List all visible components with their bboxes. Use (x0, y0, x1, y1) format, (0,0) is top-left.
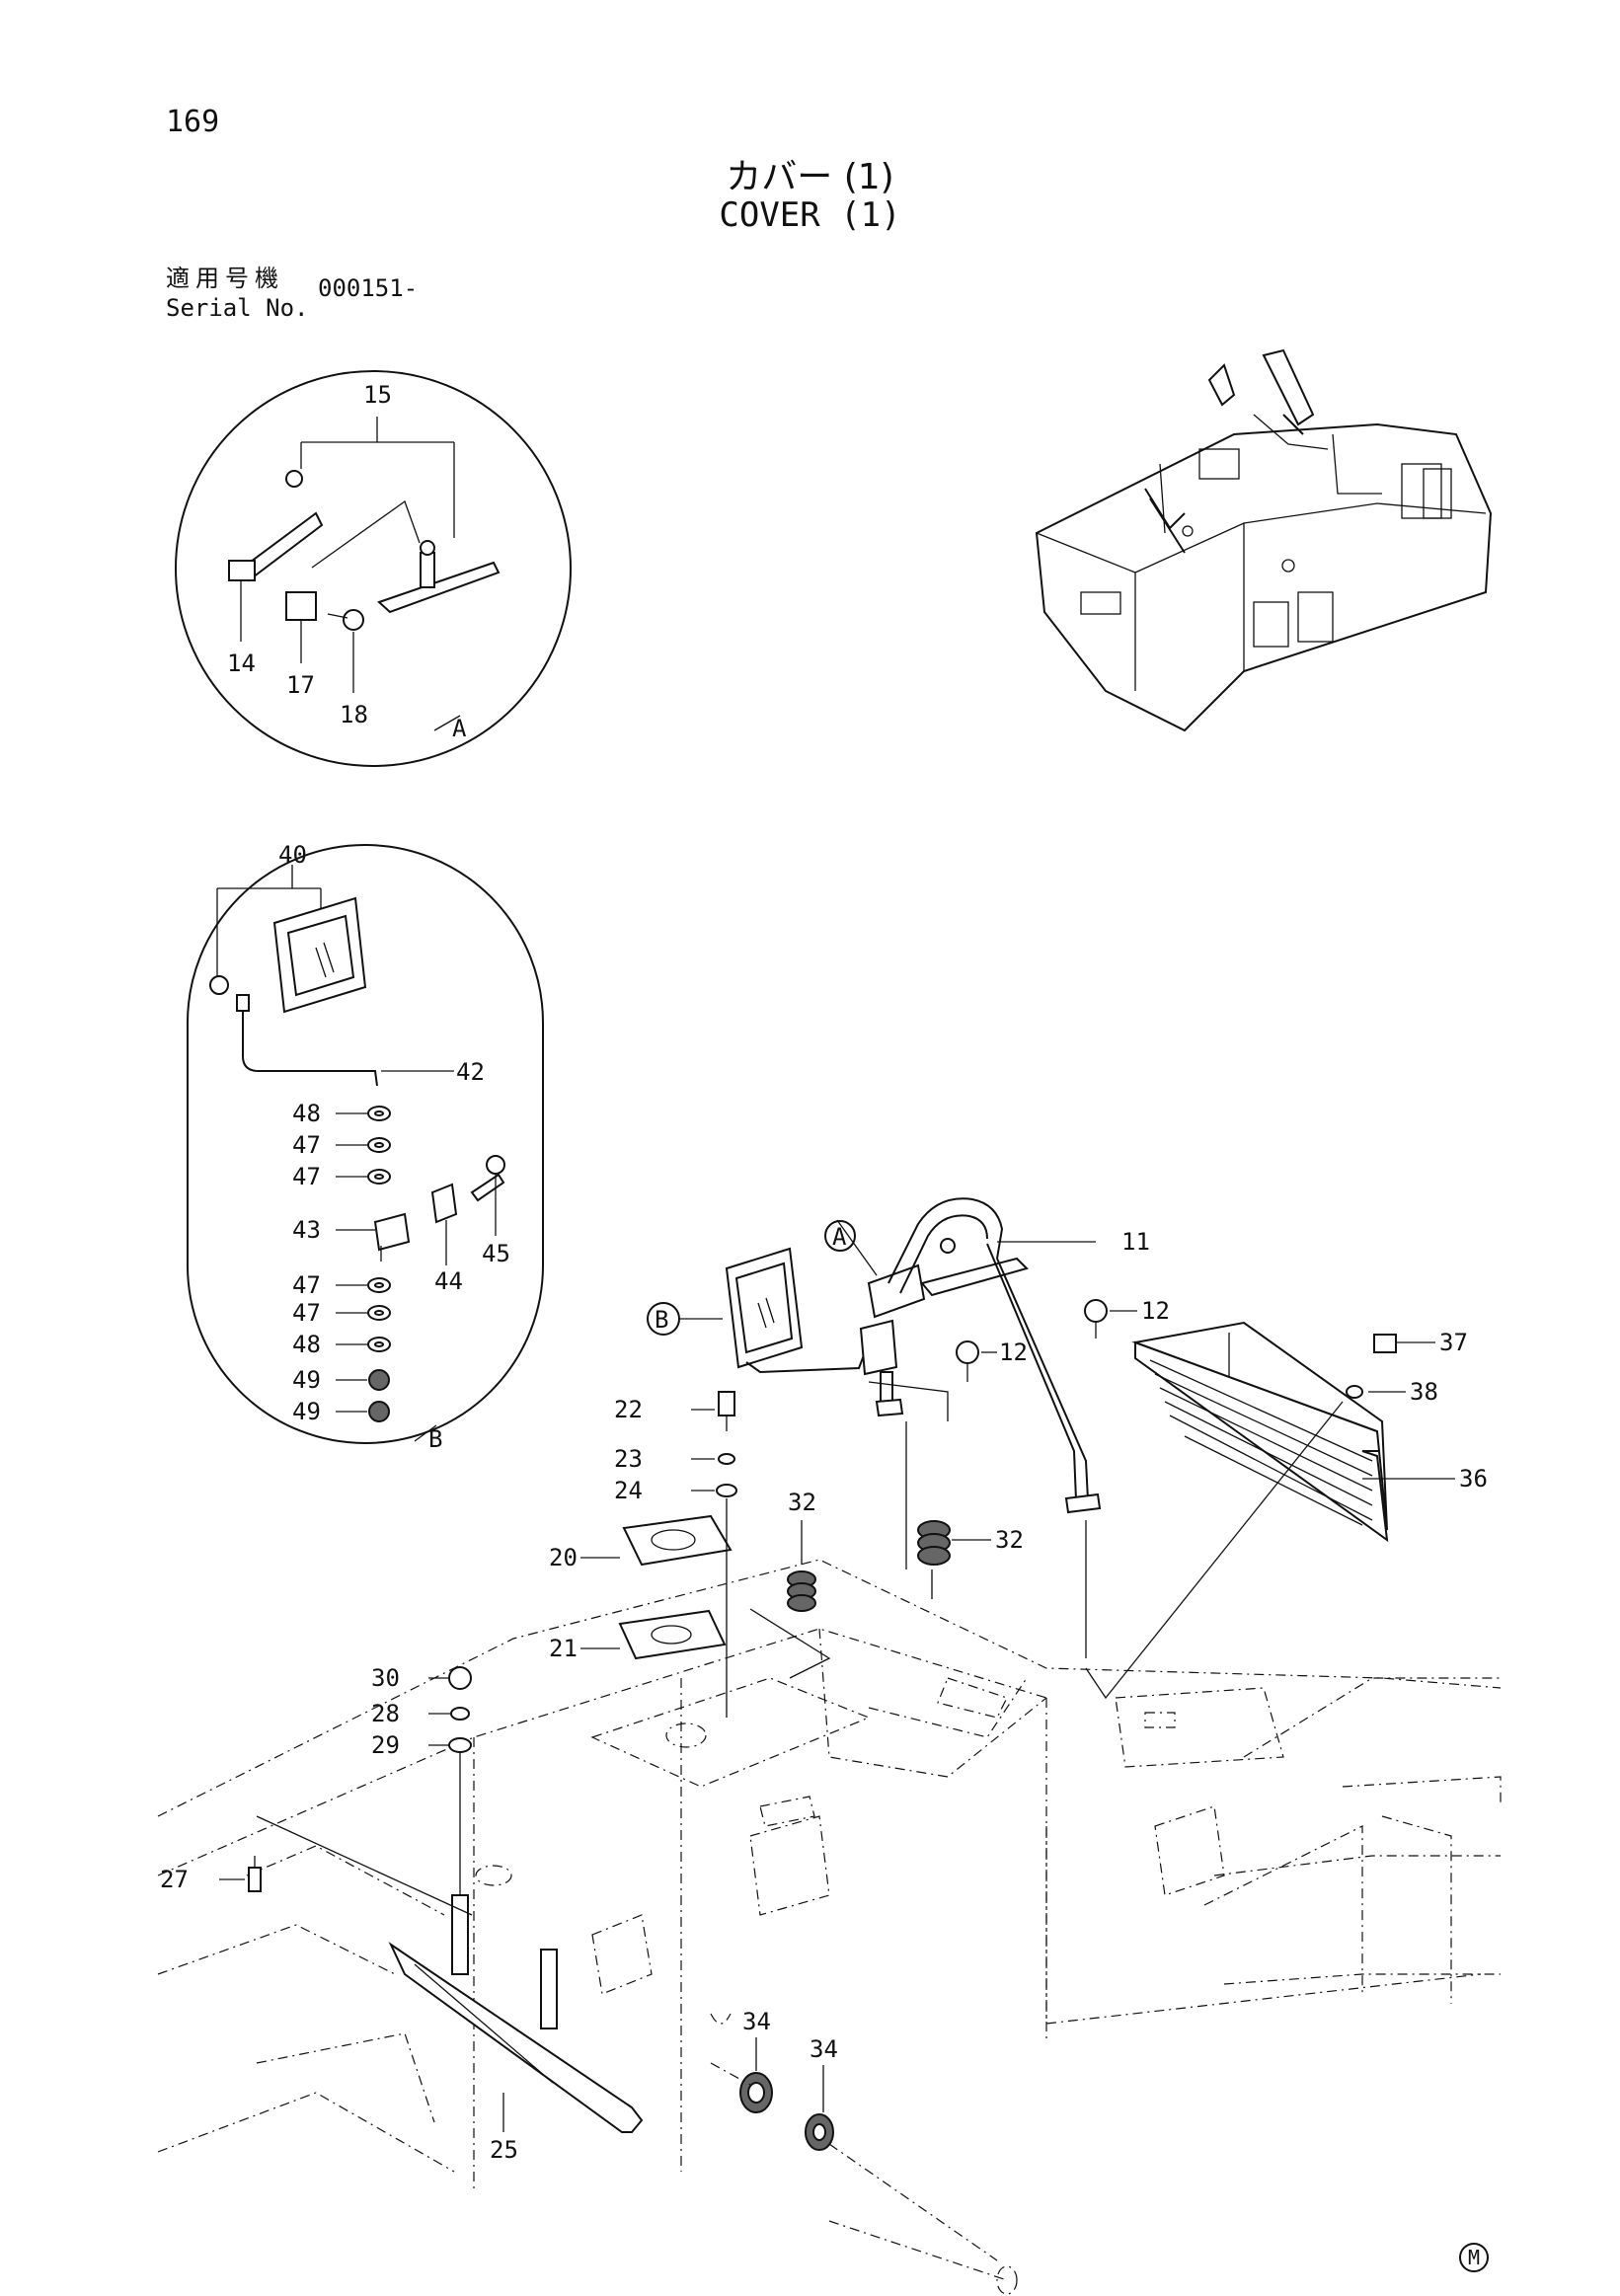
part-24-washer (716, 1484, 737, 1497)
page-title-english: COVER (1) (719, 195, 901, 235)
callout-21: 21 (549, 1635, 578, 1662)
callout-23: 23 (614, 1445, 643, 1473)
serial-label-japanese: 適用号機 (166, 265, 284, 292)
callout-12-right: 12 (1141, 1297, 1170, 1325)
callout-14: 14 (227, 650, 256, 677)
part-15-base (377, 561, 501, 614)
callout-48-lower: 48 (292, 1331, 321, 1358)
callout-15: 15 (363, 381, 392, 409)
mirror-mount-bracket (859, 1319, 898, 1376)
part-43-bracket (373, 1212, 411, 1252)
callout-38: 38 (1410, 1378, 1438, 1406)
callout-32-left: 32 (788, 1489, 816, 1516)
overview-machine-illustration (1035, 348, 1493, 732)
part-44-clip (430, 1183, 458, 1224)
callout-43: 43 (292, 1216, 321, 1244)
callout-47-upper-a: 47 (292, 1131, 321, 1159)
detail-a-callouts: 15 14 17 18 A (227, 381, 467, 742)
detail-a-view (175, 370, 572, 767)
callout-45: 45 (482, 1240, 510, 1267)
stay-clamp (867, 1263, 926, 1319)
part-32-mount-left (787, 1570, 816, 1612)
part-29-washer (448, 1737, 472, 1753)
part-25-bracket (388, 1942, 644, 2133)
callout-37: 37 (1439, 1329, 1468, 1356)
callout-24: 24 (614, 1477, 643, 1504)
part-22-bolt (718, 1391, 735, 1416)
callout-27: 27 (160, 1866, 189, 1893)
callout-28: 28 (371, 1700, 400, 1727)
callout-20: 20 (549, 1544, 578, 1571)
callout-32-right: 32 (995, 1526, 1024, 1554)
ref-b-letter: B (655, 1306, 668, 1334)
part-15-nut (285, 470, 303, 488)
serial-label-english: Serial No. (166, 294, 309, 322)
callout-circle-a (824, 1220, 856, 1252)
part-38-washer (1346, 1385, 1363, 1399)
part-40-mirror-glass (286, 914, 355, 997)
callout-34-left: 34 (742, 2008, 771, 2035)
washer-stack-lower (367, 1277, 391, 1422)
main-view-callouts: A B 11 12 12 37 38 36 22 23 24 32 32 20 … (160, 1223, 1488, 2164)
callout-36: 36 (1459, 1465, 1488, 1492)
page-title-japanese: カバー (1) (726, 157, 894, 197)
callout-47-lower-a: 47 (292, 1271, 321, 1299)
callout-22: 22 (614, 1396, 643, 1423)
callout-11: 11 (1121, 1228, 1150, 1256)
part-21-gasket (618, 1609, 727, 1660)
part-37-bolt (1373, 1334, 1397, 1353)
footer-m-mark: M (1459, 2243, 1489, 2272)
callout-44: 44 (434, 1267, 463, 1295)
callout-12-left: 12 (999, 1339, 1028, 1366)
detail-b-view (187, 844, 544, 1444)
callout-47-upper-b: 47 (292, 1163, 321, 1190)
serial-number-value: 000151- (318, 274, 419, 302)
part-30-nut (448, 1666, 472, 1690)
main-mirror-glass (734, 1262, 794, 1354)
ref-a-letter: A (832, 1223, 847, 1251)
part-17-block (285, 591, 317, 621)
part-45-bolt (470, 1173, 505, 1202)
callout-48-upper: 48 (292, 1100, 321, 1127)
main-exploded-view (157, 1197, 1502, 2295)
callout-34-right: 34 (810, 2035, 838, 2063)
callout-29: 29 (371, 1731, 400, 1759)
detail-b-label: B (428, 1425, 442, 1453)
part-12-bolt-left (956, 1340, 979, 1364)
part-23-washer (718, 1453, 735, 1465)
part-14-clamp (228, 560, 256, 581)
part-28-washer (450, 1707, 470, 1721)
part-18-bolt (343, 609, 364, 631)
part-12-bolt-right (1084, 1299, 1108, 1323)
callout-30: 30 (371, 1664, 400, 1692)
washer-stack-upper (367, 1106, 391, 1185)
detail-a-label: A (452, 715, 467, 742)
callout-40: 40 (278, 841, 307, 869)
part-25-leg-right (540, 1949, 558, 2029)
detail-b-callouts: 40 42 48 47 47 45 43 44 47 47 48 49 49 B (278, 841, 510, 1453)
callout-42: 42 (456, 1058, 485, 1086)
part-27-bolt (248, 1867, 262, 1892)
part-32-mount-right (917, 1520, 951, 1566)
callout-25: 25 (490, 2136, 518, 2164)
callout-49-upper: 49 (292, 1366, 321, 1394)
callout-18: 18 (340, 701, 368, 728)
callout-47-lower-b: 47 (292, 1299, 321, 1327)
callout-17: 17 (286, 671, 315, 699)
callout-49-lower: 49 (292, 1398, 321, 1425)
part-20-plate (622, 1514, 733, 1567)
page-number: 169 (166, 105, 220, 139)
